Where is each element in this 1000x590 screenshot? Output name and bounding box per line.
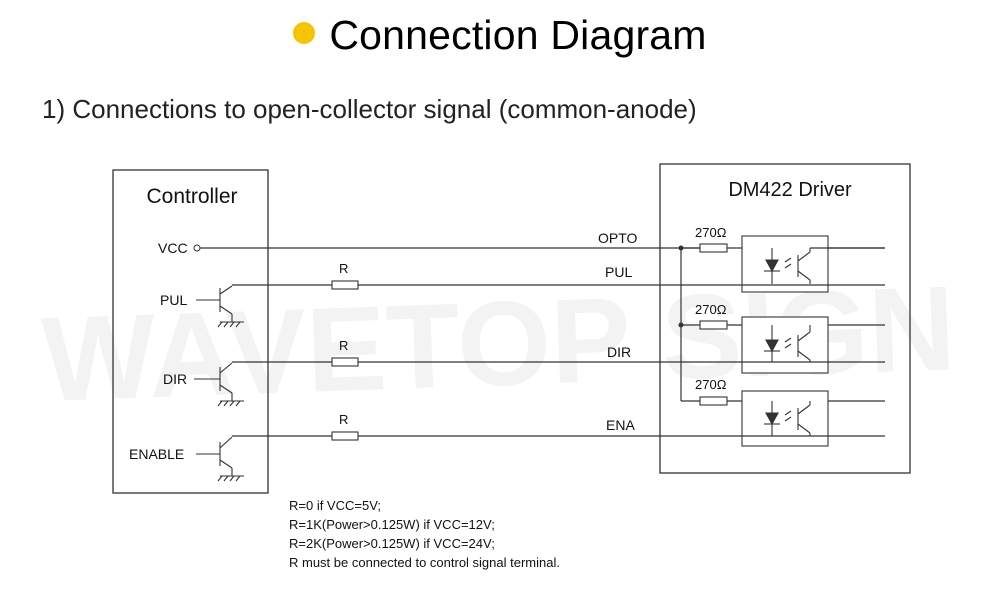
pul-resistor (331, 280, 359, 290)
pul-signal-label: PUL (605, 264, 632, 280)
ena-signal-label: ENA (606, 417, 635, 433)
note-line-1: R=0 if VCC=5V; (289, 498, 381, 513)
led-icon-2 (764, 325, 780, 362)
section-subtitle: 1) Connections to open-collector signal … (42, 94, 697, 124)
vcc-terminal (193, 244, 201, 252)
optocoupler-2 (741, 316, 829, 374)
dir-resistor-label: R (339, 338, 348, 353)
ena-resistor (331, 431, 359, 441)
controller-box (112, 169, 269, 494)
controller-enable-label: ENABLE (129, 446, 184, 462)
driver-box (659, 163, 911, 474)
note-line-2: R=1K(Power>0.125W) if VCC=12V; (289, 517, 495, 532)
vcc-label: VCC (158, 240, 188, 256)
phototransistor-icon-2 (784, 325, 811, 362)
driver-resistor-2 (699, 320, 728, 330)
controller-pul-label: PUL (160, 292, 187, 308)
dir-resistor (331, 357, 359, 367)
driver-resistor-3 (699, 396, 728, 406)
driver-resistor-2-label: 270Ω (695, 302, 727, 317)
driver-resistor-1 (699, 243, 728, 253)
page-title: Connection Diagram (329, 12, 707, 58)
ena-resistor-label: R (339, 412, 348, 427)
led-icon-1 (764, 248, 780, 284)
optocoupler-1 (741, 235, 829, 293)
driver-resistor-3-label: 270Ω (695, 377, 727, 392)
optocoupler-3 (741, 390, 829, 447)
controller-title: Controller (146, 185, 237, 208)
driver-title: DM422 Driver (728, 179, 852, 201)
pul-transistor-icon (196, 285, 244, 328)
phototransistor-icon-3 (784, 401, 811, 436)
phototransistor-icon-1 (784, 248, 811, 284)
title-row: Connection Diagram (0, 12, 1000, 59)
dir-transistor-icon (194, 362, 244, 407)
note-line-4: R must be connected to control signal te… (289, 555, 560, 570)
enable-transistor-icon (196, 436, 244, 482)
title-bullet-icon (293, 21, 316, 44)
pul-resistor-label: R (339, 261, 348, 276)
controller-dir-label: DIR (163, 371, 187, 387)
led-icon-3 (764, 401, 780, 436)
note-line-3: R=2K(Power>0.125W) if VCC=24V; (289, 536, 495, 551)
opto-label: OPTO (598, 230, 638, 246)
dir-signal-label: DIR (607, 344, 631, 360)
driver-resistor-1-label: 270Ω (695, 225, 727, 240)
